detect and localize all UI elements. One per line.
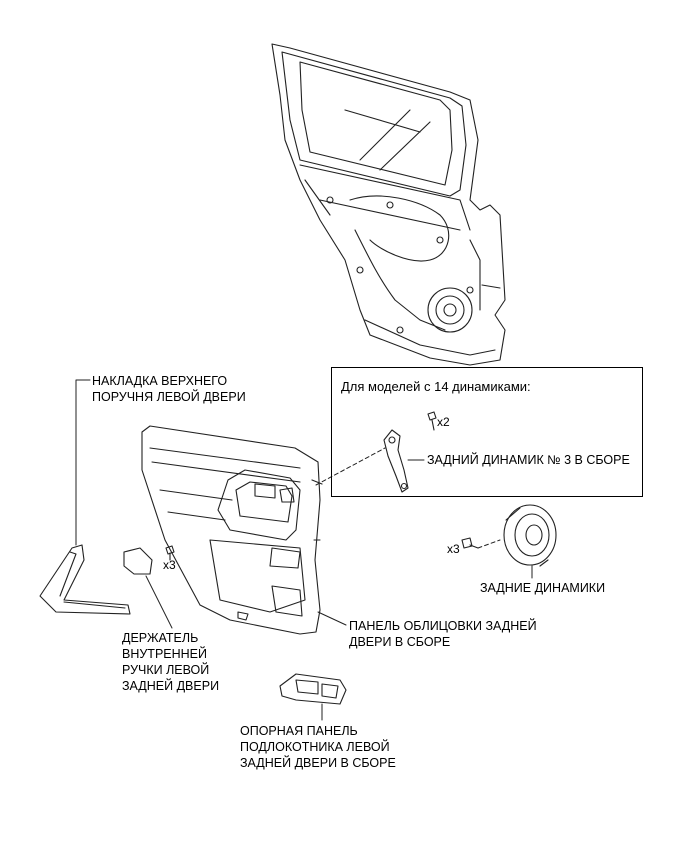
trim-clip-qty: x3 (163, 558, 176, 572)
rear-speaker-no3-part (383, 429, 409, 493)
inner-handle-bezel-part (123, 547, 153, 575)
inset-screw-qty: x2 (437, 415, 450, 429)
door-trim-panel-label-line2: ДВЕРИ В СБОРЕ (349, 635, 451, 649)
armrest-base-panel-label-line2: ПОДЛОКОТНИКА ЛЕВОЙ (240, 740, 390, 754)
inner-handle-bezel-label-line2: ВНУТРЕННЕЙ (122, 647, 207, 661)
upper-armrest-cover-label: НАКЛАДКА ВЕРХНЕГО ПОРУЧНЯ ЛЕВОЙ ДВЕРИ (92, 373, 246, 405)
armrest-base-panel-label-line3: ЗАДНЕЙ ДВЕРИ В СБОРЕ (240, 756, 396, 770)
inner-handle-bezel-label: ДЕРЖАТЕЛЬ ВНУТРЕННЕЙ РУЧКИ ЛЕВОЙ ЗАДНЕЙ … (122, 630, 219, 694)
armrest-base-panel-label-line1: ОПОРНАЯ ПАНЕЛЬ (240, 724, 358, 738)
rear-speaker-part (503, 504, 557, 567)
inset-title: Для моделей с 14 динамиками: (341, 379, 531, 394)
trim-clip (165, 545, 175, 561)
armrest-base-panel-part (279, 673, 347, 705)
rear-speakers-label: ЗАДНИЕ ДИНАМИКИ (480, 581, 606, 595)
inner-handle-bezel-label-line3: РУЧКИ ЛЕВОЙ (122, 663, 210, 677)
door-trim-panel-label-line1: ПАНЕЛЬ ОБЛИЦОВКИ ЗАДНЕЙ (349, 619, 537, 633)
rear-door-shell (271, 43, 506, 366)
door-trim-panel-part (141, 425, 323, 635)
inset-screw (427, 411, 437, 431)
armrest-base-panel-label: ОПОРНАЯ ПАНЕЛЬ ПОДЛОКОТНИКА ЛЕВОЙ ЗАДНЕЙ… (240, 723, 396, 771)
upper-armrest-cover-part (39, 544, 131, 615)
rear-speaker-no3-label: ЗАДНИЙ ДИНАМИК № 3 В СБОРЕ (427, 453, 630, 467)
upper-armrest-cover-label-line2: ПОРУЧНЯ ЛЕВОЙ ДВЕРИ (92, 390, 246, 404)
speaker-screw (461, 537, 479, 549)
door-trim-panel-label: ПАНЕЛЬ ОБЛИЦОВКИ ЗАДНЕЙ ДВЕРИ В СБОРЕ (349, 618, 537, 650)
inner-handle-bezel-label-line1: ДЕРЖАТЕЛЬ (122, 631, 199, 645)
upper-armrest-cover-label-line1: НАКЛАДКА ВЕРХНЕГО (92, 374, 228, 388)
inner-handle-bezel-label-line4: ЗАДНЕЙ ДВЕРИ (122, 679, 220, 693)
speaker-screw-qty: x3 (447, 542, 460, 556)
inset-frame (331, 367, 643, 497)
